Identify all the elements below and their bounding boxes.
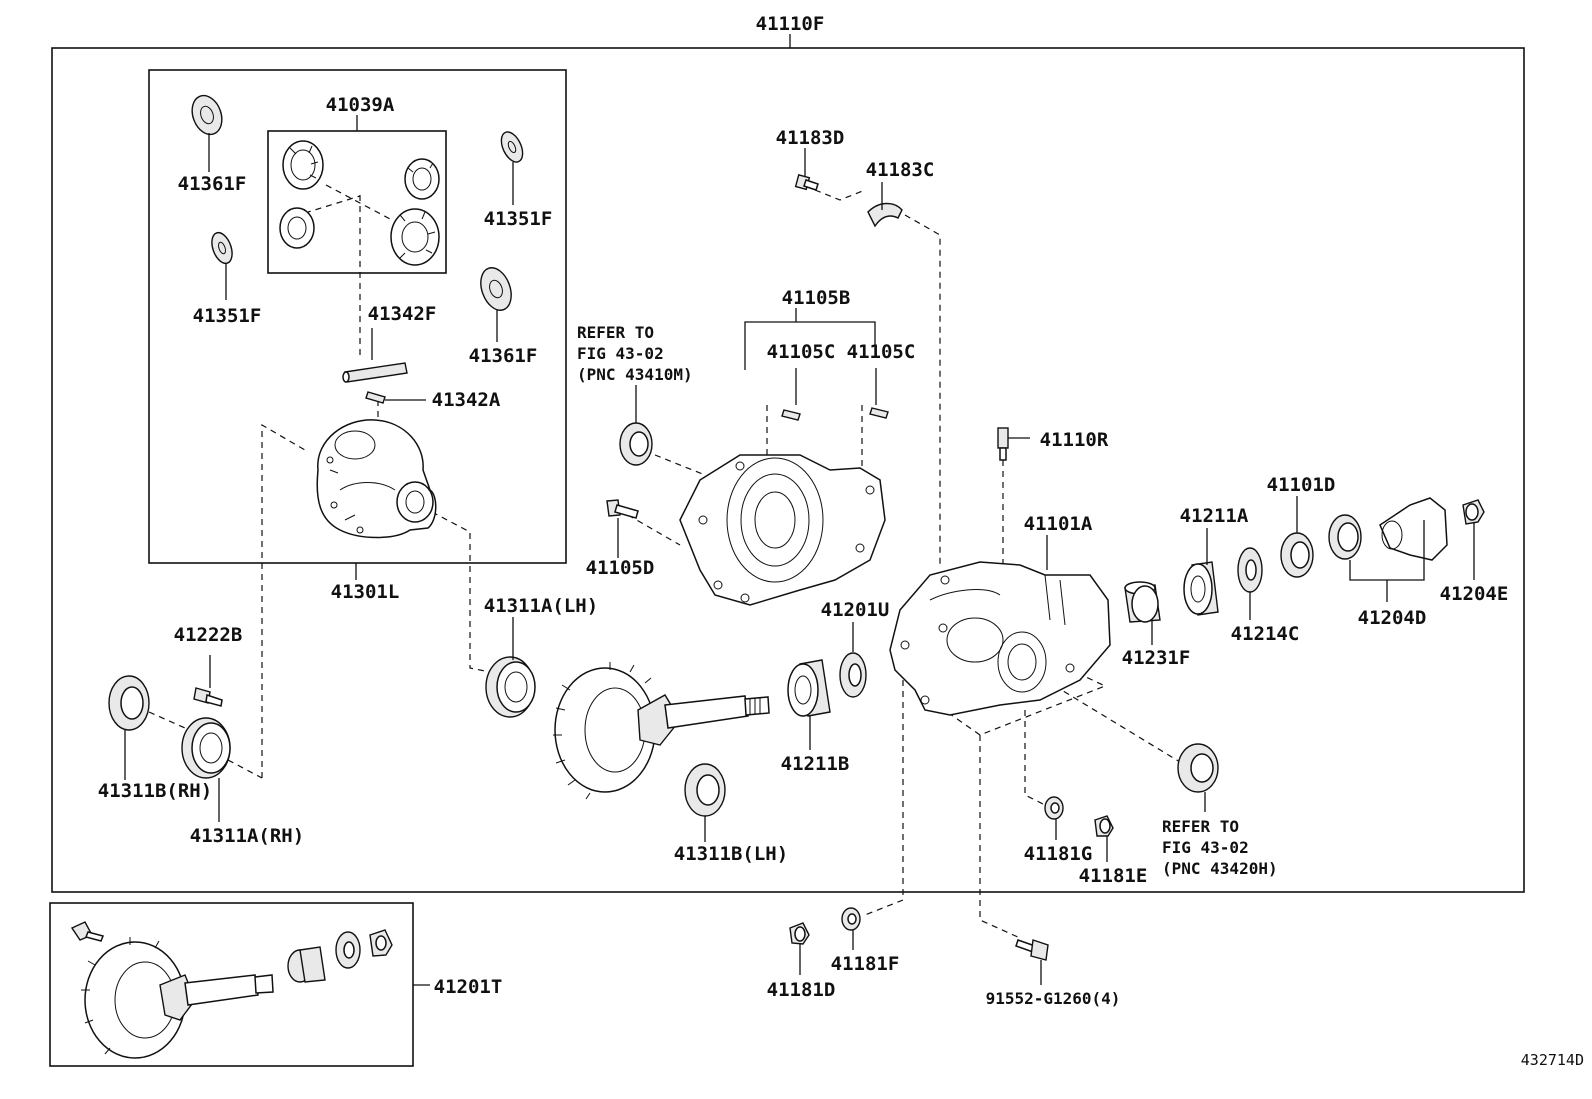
label-41181e[interactable]: 41181E — [1079, 865, 1148, 887]
label-41351f-left[interactable]: 41351F — [193, 305, 262, 327]
label-41201t[interactable]: 41201T — [434, 976, 503, 998]
thrust-washer-41361f-right — [480, 267, 512, 311]
label-41105b[interactable]: 41105B — [782, 287, 851, 309]
oil-seal-43410m — [619, 422, 653, 466]
refer-note-left-line3: (PNC 43410M) — [577, 365, 693, 384]
pinion-shaft-41342f — [342, 362, 408, 383]
refer-note-left: REFER TO FIG 43-02 (PNC 43410M) — [577, 323, 693, 384]
bearing-41211b — [787, 659, 831, 717]
plug-41181d — [789, 922, 810, 945]
label-41181d[interactable]: 41181D — [767, 979, 836, 1001]
label-41211b[interactable]: 41211B — [781, 753, 850, 775]
thrust-washer-41351f-left — [211, 231, 233, 265]
knock-pin-41105c-b — [869, 407, 889, 419]
label-41181g[interactable]: 41181G — [1024, 843, 1093, 865]
label-41311b-rh[interactable]: 41311B(RH) — [98, 780, 212, 802]
shim-41311b-rh — [108, 675, 150, 731]
label-41101d[interactable]: 41101D — [1267, 474, 1336, 496]
label-41211a[interactable]: 41211A — [1180, 505, 1249, 527]
ring-gear-and-drive-pinion — [553, 662, 770, 800]
label-41342a[interactable]: 41342A — [432, 389, 501, 411]
label-41311a-rh[interactable]: 41311A(RH) — [190, 825, 304, 847]
label-41201u[interactable]: 41201U — [821, 599, 890, 621]
label-41183d[interactable]: 41183D — [776, 127, 845, 149]
label-41183c[interactable]: 41183C — [866, 159, 935, 181]
plug-41183d — [794, 174, 819, 191]
label-case-assy[interactable]: 41301L — [331, 581, 400, 603]
bolt-91552 — [1015, 939, 1049, 961]
washer-41214c — [1237, 547, 1263, 593]
part-labels: 41110F 41039A 41301L 41361F 41351F 41351… — [98, 13, 1584, 1069]
bearing-41311a-lh — [485, 656, 536, 718]
side-gears-and-pinions — [279, 140, 440, 266]
assembly-frame — [51, 47, 1525, 893]
oil-seal-41101d — [1280, 532, 1314, 578]
shim-41311b-lh — [684, 763, 726, 817]
bolt-41105d — [606, 499, 639, 519]
straight-pin-41342a — [365, 391, 386, 404]
label-gear-kit[interactable]: 41039A — [326, 94, 395, 116]
gasket-41181f — [841, 907, 861, 931]
label-41204e[interactable]: 41204E — [1440, 583, 1509, 605]
bearing-41211a — [1183, 561, 1219, 616]
label-41222b[interactable]: 41222B — [174, 624, 243, 646]
refer-note-left-line2: FIG 43-02 — [577, 344, 664, 363]
label-41214c[interactable]: 41214C — [1231, 623, 1300, 645]
spacer-41231f — [1124, 581, 1161, 623]
label-41361f-top[interactable]: 41361F — [178, 173, 247, 195]
label-41110r[interactable]: 41110R — [1040, 429, 1109, 451]
refer-note-right-line1: REFER TO — [1162, 817, 1239, 836]
figure-number: 432714D — [1521, 1051, 1584, 1069]
leader-lines — [124, 133, 1475, 985]
nut-41204e — [1462, 499, 1485, 525]
label-41181f[interactable]: 41181F — [831, 953, 900, 975]
bearing-retainer-41105b — [679, 454, 886, 606]
gear-set-41201t-drawing — [70, 921, 393, 1059]
refer-note-right-line2: FIG 43-02 — [1162, 838, 1249, 857]
thrust-washer-41361f-top — [191, 94, 223, 136]
differential-case-frame — [148, 69, 567, 564]
label-41342f[interactable]: 41342F — [368, 303, 437, 325]
differential-carrier-41101a — [889, 561, 1111, 716]
washer-41201u — [839, 652, 867, 698]
label-41105c-b[interactable]: 41105C — [847, 341, 916, 363]
label-41105d[interactable]: 41105D — [586, 557, 655, 579]
label-41351f-right[interactable]: 41351F — [484, 208, 553, 230]
companion-flange-41204d — [1328, 497, 1448, 561]
label-41361f-right[interactable]: 41361F — [469, 345, 538, 367]
thrust-washer-41351f-right — [500, 131, 524, 163]
bracket-41183c — [867, 202, 903, 228]
label-41311b-lh[interactable]: 41311B(LH) — [674, 843, 788, 865]
knock-pin-41105c-a — [781, 409, 801, 421]
label-41101a[interactable]: 41101A — [1024, 513, 1093, 535]
bearing-41311a-rh — [181, 717, 231, 779]
bolt-41222b — [193, 687, 223, 707]
label-41311a-lh[interactable]: 41311A(LH) — [484, 595, 598, 617]
label-41105c-a[interactable]: 41105C — [767, 341, 836, 363]
label-41231f[interactable]: 41231F — [1122, 647, 1191, 669]
label-91552[interactable]: 91552-G1260(4) — [986, 989, 1121, 1008]
label-assembly[interactable]: 41110F — [756, 13, 825, 35]
gasket-41181g — [1044, 796, 1064, 820]
label-41204d[interactable]: 41204D — [1358, 607, 1427, 629]
refer-note-right: REFER TO FIG 43-02 (PNC 43420H) — [1162, 817, 1278, 878]
parts — [70, 94, 1485, 1059]
refer-note-left-line1: REFER TO — [577, 323, 654, 342]
differential-case-41301l — [316, 419, 437, 539]
breather-plug-41110r — [997, 427, 1030, 461]
frames — [49, 34, 1525, 1067]
plug-41181e — [1094, 815, 1114, 837]
oil-seal-43420h — [1177, 743, 1219, 793]
refer-note-right-line3: (PNC 43420H) — [1162, 859, 1278, 878]
